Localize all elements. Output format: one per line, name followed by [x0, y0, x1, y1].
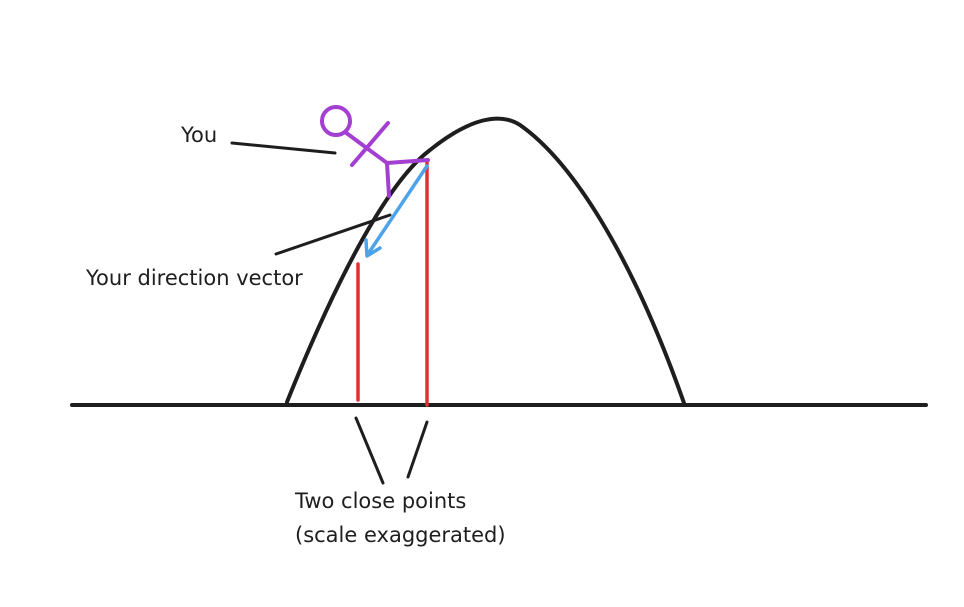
figure-leg-left: [385, 161, 391, 198]
direction-vector-label: Your direction vector: [86, 266, 303, 290]
arrow-icon: [366, 164, 429, 256]
direction-vector-arrow: [364, 164, 429, 258]
figure-head: [320, 105, 352, 137]
figure-arms: [350, 121, 390, 167]
points-leader-right: [406, 420, 429, 479]
two-close-points-label: Two close points: [295, 489, 467, 513]
you-label: You: [181, 123, 218, 147]
direction-leader-line: [274, 213, 392, 256]
points-leader-left: [354, 416, 385, 485]
hill-curve: [285, 116, 686, 405]
stick-figure-icon: [320, 105, 430, 198]
figure-leg-right: [385, 158, 430, 165]
scale-note-label: (scale exaggerated): [295, 523, 506, 547]
arrowhead-icon: [364, 238, 382, 258]
you-leader-line: [230, 141, 337, 155]
